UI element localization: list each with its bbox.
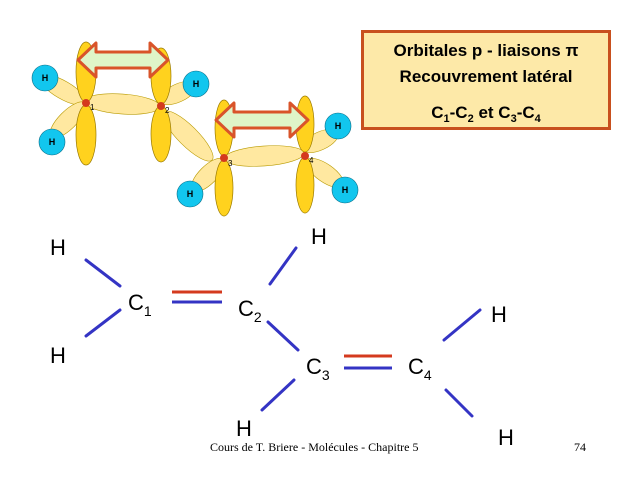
carbon-c1 bbox=[82, 99, 90, 107]
title-line-3: C1-C2 et C3-C4 bbox=[431, 103, 541, 125]
svg-text:H: H bbox=[342, 185, 349, 195]
p-lobe-c3-bottom bbox=[214, 159, 234, 217]
h-label-c3: H bbox=[236, 416, 252, 441]
hydrogen-atom: H bbox=[331, 176, 359, 204]
carbon-nuclei: 1 2 3 4 bbox=[82, 99, 314, 168]
svg-text:H: H bbox=[193, 79, 200, 89]
carbon-c3-number: 3 bbox=[228, 159, 233, 168]
bond-c4-h-upper bbox=[442, 308, 482, 342]
bond-c3-h bbox=[260, 378, 296, 412]
c2-label: C2 bbox=[238, 296, 262, 325]
hydrogen-atoms: H H H H H H bbox=[31, 64, 359, 208]
carbon-c1-number: 1 bbox=[90, 103, 95, 112]
h-label-c4-lower: H bbox=[498, 425, 514, 450]
double-bond-c1-c2 bbox=[172, 290, 222, 304]
title-line-1: Orbitales p - liaisons π bbox=[393, 41, 579, 60]
hydrogen-atom: H bbox=[324, 112, 352, 140]
svg-text:H: H bbox=[335, 121, 342, 131]
carbon-c3 bbox=[220, 154, 228, 162]
carbon-c4 bbox=[301, 152, 309, 160]
single-bonds bbox=[84, 246, 482, 418]
page-number: 74 bbox=[574, 440, 586, 454]
hydrogen-atom: H bbox=[38, 128, 66, 156]
carbon-c2-number: 2 bbox=[165, 106, 170, 115]
h-label-c1-lower: H bbox=[50, 343, 66, 368]
sp2-lobe bbox=[223, 145, 305, 167]
bond-h-c1-upper bbox=[84, 258, 122, 288]
sp2-lobes bbox=[39, 74, 345, 193]
h-label-c4-upper: H bbox=[491, 302, 507, 327]
bond-c2-h bbox=[268, 246, 298, 286]
overlap-arrow-c3-c4 bbox=[214, 101, 310, 139]
carbon-c2 bbox=[157, 102, 165, 110]
carbon-c4-number: 4 bbox=[309, 156, 314, 165]
c3-label: C3 bbox=[306, 354, 330, 383]
hydrogen-atom: H bbox=[182, 70, 210, 98]
hydrogen-atom: H bbox=[31, 64, 59, 92]
bond-c4-h-lower bbox=[444, 388, 474, 418]
bond-h-c1-lower bbox=[84, 308, 122, 338]
p-lobe-c1-bottom bbox=[75, 104, 97, 166]
title-box: Orbitales p - liaisons π Recouvrement la… bbox=[361, 30, 611, 130]
c4-label: C4 bbox=[408, 354, 432, 383]
sp2-lobe bbox=[83, 93, 161, 115]
c1-label: C1 bbox=[128, 290, 152, 319]
double-bond-c3-c4 bbox=[344, 354, 392, 370]
svg-text:H: H bbox=[187, 189, 194, 199]
overlap-arrow-c1-c2 bbox=[76, 41, 170, 79]
p-lobe-c4-bottom bbox=[295, 156, 315, 214]
hydrogen-atom: H bbox=[176, 180, 204, 208]
h-label-c2: H bbox=[311, 224, 327, 249]
svg-text:H: H bbox=[49, 137, 56, 147]
footer-text: Cours de T. Briere - Molécules - Chapitr… bbox=[210, 440, 419, 454]
h-label-c1-upper: H bbox=[50, 235, 66, 260]
title-line-2: Recouvrement latéral bbox=[399, 67, 573, 86]
svg-text:H: H bbox=[42, 73, 49, 83]
bond-c2-c3 bbox=[266, 320, 300, 352]
